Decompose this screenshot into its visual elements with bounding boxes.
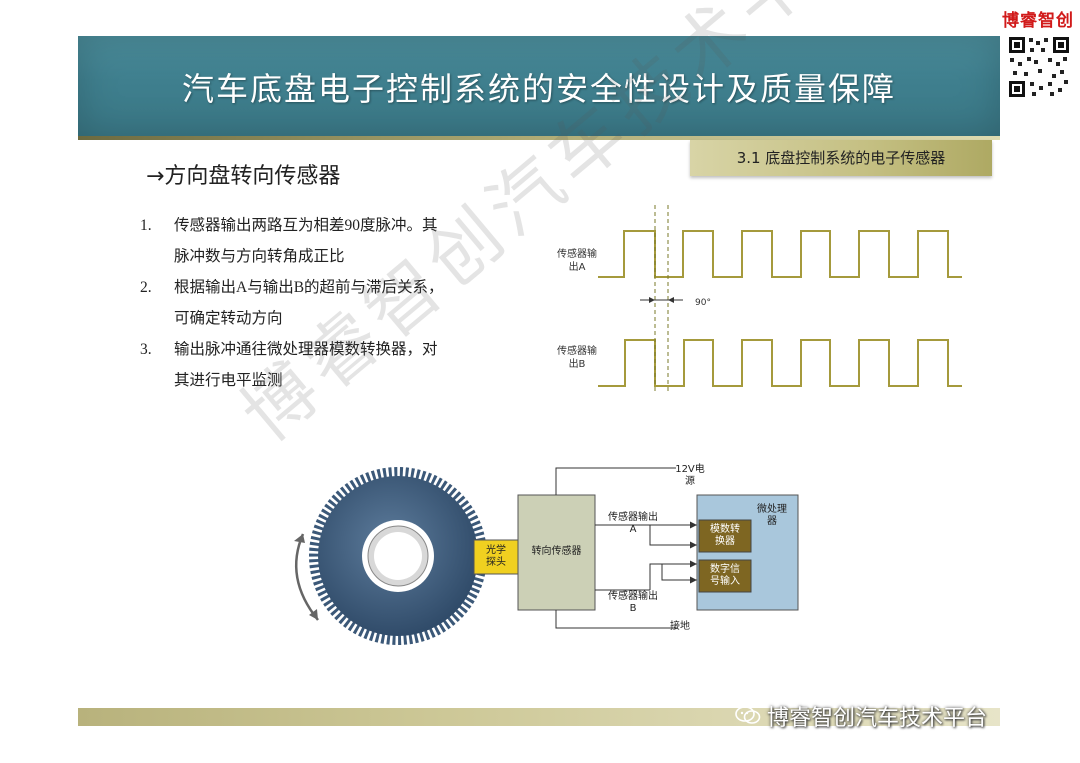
digital-input-label: 数字信 号输入 [699, 564, 751, 588]
bullet-number: 2. [140, 279, 152, 296]
brand-logo: 博睿智创 [1002, 11, 1074, 31]
label-line: 12V电 [675, 464, 705, 475]
optical-probe [473, 539, 519, 575]
power-line [555, 467, 676, 495]
microprocessor-label: 微处理 器 [752, 504, 792, 528]
bullet-line: 输出脉冲通往微处理器模数转换器，对 [174, 341, 438, 358]
bullet-item: 2. 根据输出A与输出B的超前与滞后关系， 可确定转动方向 [140, 272, 500, 334]
bullet-line: 其进行电平监测 [174, 372, 283, 389]
waveform-a [598, 230, 962, 278]
bullet-line: 脉冲数与方向转角成正比 [174, 248, 345, 265]
gear-hub-inner [374, 532, 422, 580]
bullet-item: 3. 输出脉冲通往微处理器模数转换器，对 其进行电平监测 [140, 334, 500, 396]
label-line: 传感器输出 [608, 512, 658, 523]
title-banner: 汽车底盘电子控制系统的安全性设计及质量保障 [78, 36, 1000, 140]
bullet-number: 1. [140, 217, 152, 234]
ground-line [555, 610, 676, 629]
label-line: 号输入 [710, 576, 740, 587]
phase-arrow-head-right [668, 297, 674, 303]
label-line: 数字信 [710, 564, 740, 575]
bullet-number: 3. [140, 341, 152, 358]
label-line: A [629, 524, 637, 535]
label-line: 出A [568, 262, 586, 273]
steering-sensor-label: 转向传感器 [531, 546, 582, 557]
waveform-label-a: 传感器输 出A [548, 248, 606, 274]
adc-box [698, 519, 752, 553]
label-line: 出B [568, 359, 586, 370]
phase-arrow-head-left [649, 297, 655, 303]
page-title: 汽车底盘电子控制系统的安全性设计及质量保障 [181, 70, 896, 108]
bullet-item: 1. 传感器输出两路互为相差90度脉冲。其 脉冲数与方向转角成正比 [140, 210, 500, 272]
waveform-b [598, 339, 962, 387]
label-line: 探头 [486, 557, 506, 568]
waveform-label-b: 传感器输 出B [548, 345, 606, 371]
footer-bar [78, 708, 1000, 726]
digital-input-box [698, 559, 752, 593]
output-a-label: 传感器输出 A [598, 512, 668, 536]
bullet-line: 可确定转动方向 [174, 310, 283, 327]
label-line: 传感器输 [557, 346, 597, 357]
label-line: B [629, 603, 637, 614]
bullet-line: 根据输出A与输出B的超前与滞后关系， [174, 279, 444, 296]
wechat-account: 博睿智创汽车技术平台 [735, 700, 987, 732]
label-line: 模数转 [710, 524, 740, 535]
bullet-list: 1. 传感器输出两路互为相差90度脉冲。其 脉冲数与方向转角成正比 2. 根据输… [140, 210, 500, 396]
label-line: 光学 [486, 545, 506, 556]
phase-angle-label: 90° [695, 298, 711, 308]
section-label: 3.1 底盘控制系统的电子传感器 [690, 140, 992, 176]
wechat-account-name: 博睿智创汽车技术平台 [767, 706, 988, 731]
label-line: 微处理 [757, 504, 787, 515]
label-line: 传感器输 [557, 249, 597, 260]
power-label: 12V电 源 [660, 464, 720, 488]
qr-code-icon [1008, 36, 1070, 98]
label-line: 源 [685, 476, 695, 487]
rotation-arrow-icon [295, 533, 319, 621]
ground-label: 接地 [670, 621, 690, 632]
content-heading: →方向盘转向传感器 [146, 164, 341, 189]
label-line: 器 [767, 516, 777, 527]
wechat-icon [735, 706, 761, 724]
adc-label: 模数转 换器 [699, 524, 751, 548]
bullet-line: 传感器输出两路互为相差90度脉冲。其 [174, 217, 438, 234]
label-line: 传感器输出 [608, 591, 658, 602]
output-b-label: 传感器输出 B [598, 591, 668, 615]
label-line: 换器 [715, 536, 735, 547]
optical-probe-label: 光学 探头 [474, 545, 518, 569]
